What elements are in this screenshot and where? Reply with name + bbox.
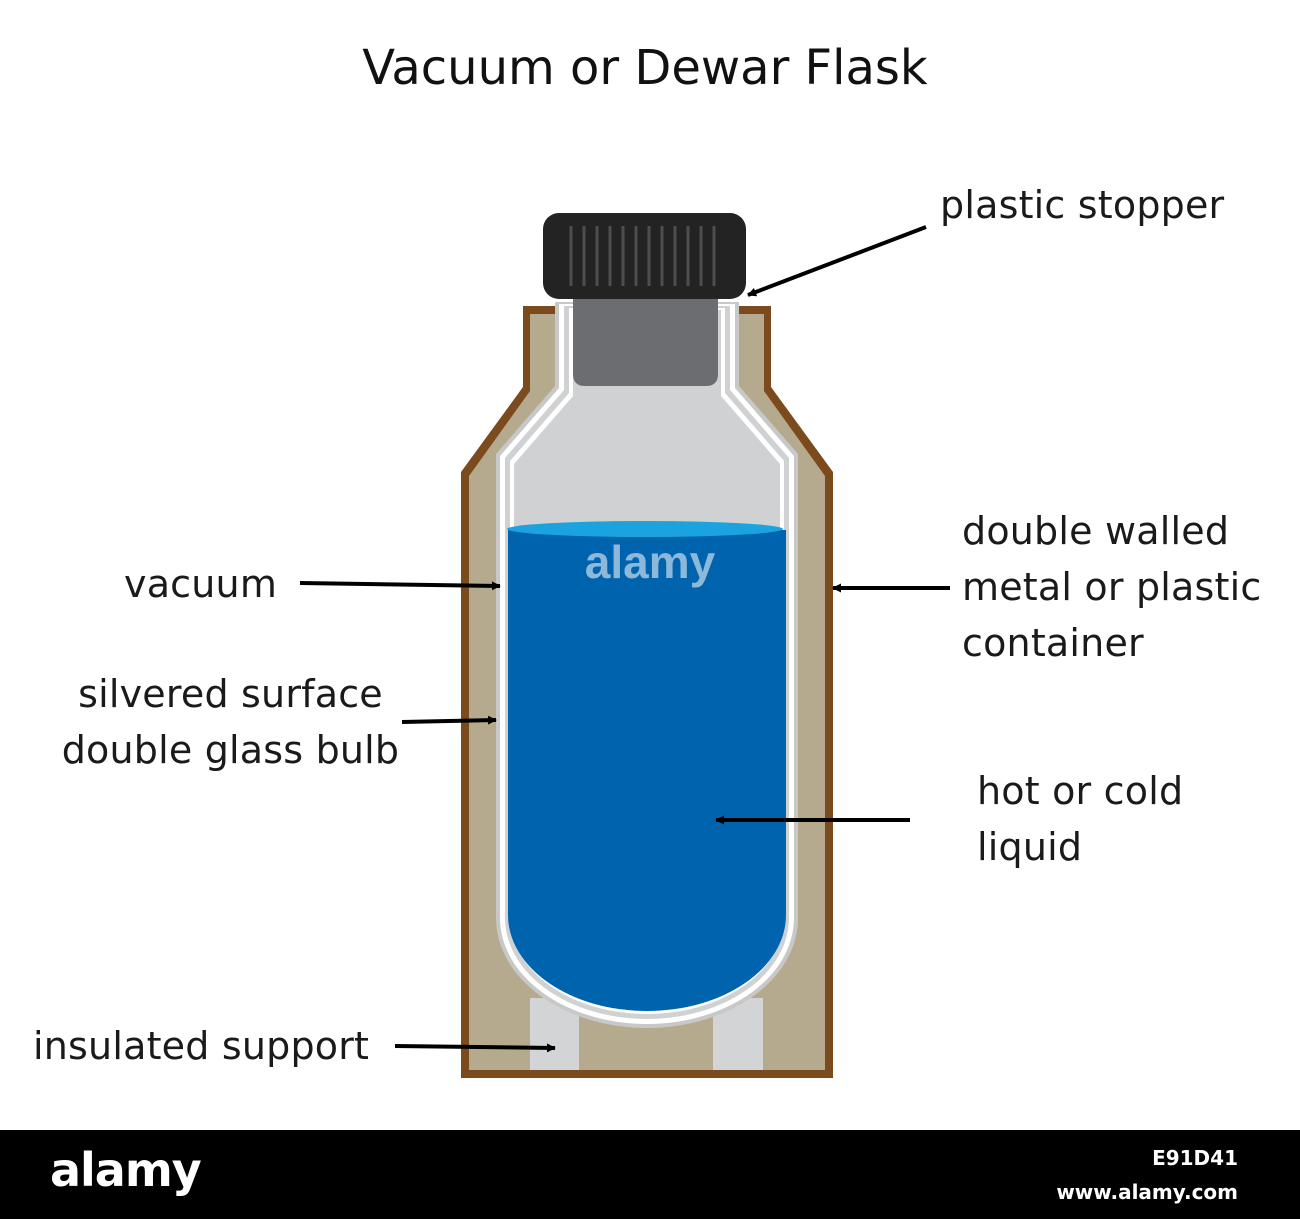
arrow-plastic-stopper	[747, 225, 927, 297]
liquid	[508, 530, 786, 1011]
label-double-walled: double walled metal or plastic container	[962, 509, 1262, 665]
label-vacuum: vacuum	[124, 562, 278, 606]
arrow-silvered-surface	[401, 715, 497, 725]
footer-site: www.alamy.com	[1056, 1180, 1238, 1204]
stopper-cap	[543, 213, 746, 299]
watermark-footer-bar	[0, 1130, 1300, 1219]
label-insulated-support: insulated support	[33, 1024, 370, 1068]
diagram-title: Vacuum or Dewar Flask	[362, 40, 928, 96]
footer-logo: alamy	[50, 1143, 202, 1197]
arrow-insulated-support	[394, 1043, 556, 1053]
liquid-watermark: alamy	[585, 536, 716, 588]
footer-image-id: E91D41	[1152, 1146, 1238, 1170]
stopper-plug	[573, 296, 718, 386]
leader-arrows	[299, 225, 950, 1053]
arrow-vacuum	[299, 581, 501, 591]
flask-diagram: alamy	[299, 213, 950, 1078]
label-plastic-stopper: plastic stopper	[940, 183, 1225, 227]
label-liquid: hot or cold liquid	[977, 769, 1184, 869]
liquid-surface	[507, 521, 783, 537]
label-silvered-surface: silvered surface double glass bulb	[61, 672, 400, 772]
stopper-cap-ridges	[569, 226, 716, 286]
